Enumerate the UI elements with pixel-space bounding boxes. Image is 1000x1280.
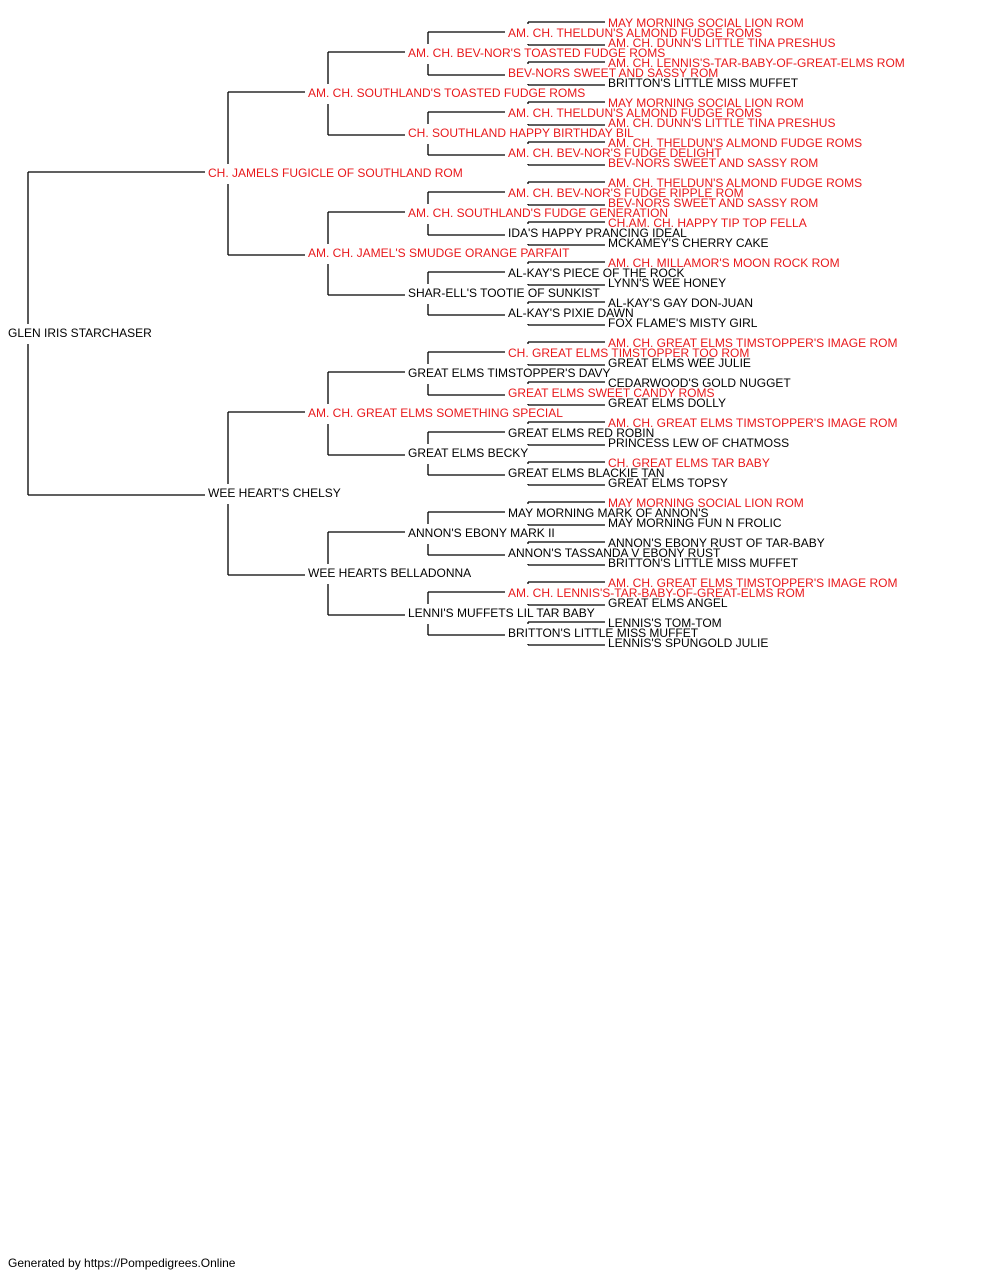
pedigree-node-root-sire-sire-sire-sire[interactable]: AM. CH. THELDUN'S ALMOND FUDGE ROMS bbox=[508, 26, 762, 40]
pedigree-node-root-dam-sire-sire[interactable]: GREAT ELMS TIMSTOPPER'S DAVY bbox=[408, 366, 611, 380]
pedigree-node-root-sire-sire-dam-dam[interactable]: AM. CH. BEV-NOR'S FUDGE DELIGHT bbox=[508, 146, 722, 160]
pedigree-node-root-dam-dam-dam-sire[interactable]: AM. CH. LENNIS'S-TAR-BABY-OF-GREAT-ELMS … bbox=[508, 586, 805, 600]
pedigree-node-root[interactable]: GLEN IRIS STARCHASER bbox=[8, 326, 152, 340]
pedigree-node-root-sire-sire-dam-dam-sire[interactable]: AM. CH. THELDUN'S ALMOND FUDGE ROMS bbox=[608, 136, 862, 150]
pedigree-node-root-sire-sire-sire-sire-dam[interactable]: AM. CH. DUNN'S LITTLE TINA PRESHUS bbox=[608, 36, 835, 50]
pedigree-node-root-sire-dam-sire-sire-sire[interactable]: AM. CH. THELDUN'S ALMOND FUDGE ROMS bbox=[608, 176, 862, 190]
pedigree-node-root-dam-dam-dam-dam-sire[interactable]: LENNIS'S TOM-TOM bbox=[608, 616, 722, 630]
pedigree-node-root-sire-dam-sire-sire-dam[interactable]: BEV-NORS SWEET AND SASSY ROM bbox=[608, 196, 818, 210]
pedigree-node-root-dam-dam-sire-dam-sire[interactable]: ANNON'S EBONY RUST OF TAR-BABY bbox=[608, 536, 825, 550]
pedigree-node-root-dam-sire-sire-sire[interactable]: CH. GREAT ELMS TIMSTOPPER TOO ROM bbox=[508, 346, 749, 360]
pedigree-node-root-dam-dam-dam-dam-dam[interactable]: LENNIS'S SPUNGOLD JULIE bbox=[608, 636, 768, 650]
pedigree-node-root-dam-dam[interactable]: WEE HEARTS BELLADONNA bbox=[308, 566, 471, 580]
pedigree-node-root-dam-sire[interactable]: AM. CH. GREAT ELMS SOMETHING SPECIAL bbox=[308, 406, 563, 420]
pedigree-node-root-sire-sire-dam[interactable]: CH. SOUTHLAND HAPPY BIRTHDAY BIL bbox=[408, 126, 634, 140]
pedigree-node-root-dam-dam-sire-sire-dam[interactable]: MAY MORNING FUN N FROLIC bbox=[608, 516, 782, 530]
pedigree-node-root-dam-dam-dam[interactable]: LENNI'S MUFFETS LIL TAR BABY bbox=[408, 606, 595, 620]
pedigree-node-root-dam-sire-sire-dam-sire[interactable]: CEDARWOOD'S GOLD NUGGET bbox=[608, 376, 791, 390]
node-labels: GLEN IRIS STARCHASER CH. JAMELS FUGICLE O… bbox=[8, 16, 905, 650]
pedigree-node-root-sire-sire-sire-sire-sire[interactable]: MAY MORNING SOCIAL LION ROM bbox=[608, 16, 804, 30]
pedigree-node-root-sire-dam-dam-sire-dam[interactable]: LYNN'S WEE HONEY bbox=[608, 276, 726, 290]
pedigree-node-root-dam-dam-dam-dam[interactable]: BRITTON'S LITTLE MISS MUFFET bbox=[508, 626, 699, 640]
pedigree-node-root-sire-sire-dam-sire[interactable]: AM. CH. THELDUN'S ALMOND FUDGE ROMS bbox=[508, 106, 762, 120]
pedigree-node-root-sire-dam-sire-dam-dam[interactable]: MCKAMEY'S CHERRY CAKE bbox=[608, 236, 769, 250]
pedigree-node-root-dam-sire-dam-dam-sire[interactable]: CH. GREAT ELMS TAR BABY bbox=[608, 456, 770, 470]
pedigree-node-root-sire-dam-sire-dam[interactable]: IDA'S HAPPY PRANCING IDEAL bbox=[508, 226, 687, 240]
connector-lines bbox=[27, 21, 605, 646]
pedigree-node-root-dam-sire-sire-sire-sire[interactable]: AM. CH. GREAT ELMS TIMSTOPPER'S IMAGE RO… bbox=[608, 336, 897, 350]
pedigree-node-root-dam-sire-dam-sire[interactable]: GREAT ELMS RED ROBIN bbox=[508, 426, 654, 440]
pedigree-node-root-dam-dam-sire-sire[interactable]: MAY MORNING MARK OF ANNON'S bbox=[508, 506, 709, 520]
pedigree-node-root-sire-dam-dam-dam[interactable]: AL-KAY'S PIXIE DAWN bbox=[508, 306, 634, 320]
pedigree-node-root-dam-sire-sire-dam[interactable]: GREAT ELMS SWEET CANDY ROMS bbox=[508, 386, 714, 400]
pedigree-node-root-sire-sire-dam-dam-dam[interactable]: BEV-NORS SWEET AND SASSY ROM bbox=[608, 156, 818, 170]
pedigree-node-root-dam-dam-dam-sire-dam[interactable]: GREAT ELMS ANGEL bbox=[608, 596, 728, 610]
pedigree-node-root-sire-dam-dam-dam-sire[interactable]: AL-KAY'S GAY DON-JUAN bbox=[608, 296, 753, 310]
pedigree-node-root-sire-sire[interactable]: AM. CH. SOUTHLAND'S TOASTED FUDGE ROMS bbox=[308, 86, 585, 100]
pedigree-node-root-dam-dam-sire-sire-sire[interactable]: MAY MORNING SOCIAL LION ROM bbox=[608, 496, 804, 510]
footer-credit: Generated by https://Pompedigrees.Online bbox=[8, 1256, 236, 1270]
pedigree-node-root-dam-dam-sire-dam-dam[interactable]: BRITTON'S LITTLE MISS MUFFET bbox=[608, 556, 799, 570]
pedigree-node-root-dam-sire-dam-sire-dam[interactable]: PRINCESS LEW OF CHATMOSS bbox=[608, 436, 789, 450]
pedigree-node-root-sire-sire-sire-dam-dam[interactable]: BRITTON'S LITTLE MISS MUFFET bbox=[608, 76, 799, 90]
pedigree-node-root-sire-sire-sire-dam[interactable]: BEV-NORS SWEET AND SASSY ROM bbox=[508, 66, 718, 80]
pedigree-node-root-sire-sire-sire[interactable]: AM. CH. BEV-NOR'S TOASTED FUDGE ROMS bbox=[408, 46, 665, 60]
pedigree-node-root-sire-dam-sire-sire[interactable]: AM. CH. BEV-NOR'S FUDGE RIPPLE ROM bbox=[508, 186, 744, 200]
pedigree-node-root-sire[interactable]: CH. JAMELS FUGICLE OF SOUTHLAND ROM bbox=[208, 166, 463, 180]
pedigree-node-root-dam-dam-sire[interactable]: ANNON'S EBONY MARK II bbox=[408, 526, 555, 540]
pedigree-node-root-sire-dam-dam-dam-dam[interactable]: FOX FLAME'S MISTY GIRL bbox=[608, 316, 758, 330]
pedigree-node-root-dam[interactable]: WEE HEART'S CHELSY bbox=[208, 486, 341, 500]
pedigree-node-root-sire-dam-sire-dam-sire[interactable]: CH.AM. CH. HAPPY TIP TOP FELLA bbox=[608, 216, 807, 230]
pedigree-node-root-dam-dam-dam-sire-sire[interactable]: AM. CH. GREAT ELMS TIMSTOPPER'S IMAGE RO… bbox=[608, 576, 897, 590]
pedigree-node-root-sire-dam-dam-sire-sire[interactable]: AM. CH. MILLAMOR'S MOON ROCK ROM bbox=[608, 256, 840, 270]
pedigree-node-root-sire-sire-sire-dam-sire[interactable]: AM. CH. LENNIS'S-TAR-BABY-OF-GREAT-ELMS … bbox=[608, 56, 905, 70]
pedigree-node-root-sire-sire-dam-sire-sire[interactable]: MAY MORNING SOCIAL LION ROM bbox=[608, 96, 804, 110]
pedigree-node-root-sire-sire-dam-sire-dam[interactable]: AM. CH. DUNN'S LITTLE TINA PRESHUS bbox=[608, 116, 835, 130]
pedigree-node-root-dam-sire-dam-dam-dam[interactable]: GREAT ELMS TOPSY bbox=[608, 476, 728, 490]
pedigree-node-root-dam-sire-dam-dam[interactable]: GREAT ELMS BLACKIE TAN bbox=[508, 466, 665, 480]
pedigree-node-root-dam-sire-dam-sire-sire[interactable]: AM. CH. GREAT ELMS TIMSTOPPER'S IMAGE RO… bbox=[608, 416, 897, 430]
pedigree-node-root-dam-sire-dam[interactable]: GREAT ELMS BECKY bbox=[408, 446, 528, 460]
pedigree-node-root-dam-sire-sire-dam-dam[interactable]: GREAT ELMS DOLLY bbox=[608, 396, 726, 410]
pedigree-node-root-dam-sire-sire-sire-dam[interactable]: GREAT ELMS WEE JULIE bbox=[608, 356, 751, 370]
pedigree-node-root-sire-dam-dam[interactable]: SHAR-ELL'S TOOTIE OF SUNKIST bbox=[408, 286, 601, 300]
pedigree-node-root-sire-dam-dam-sire[interactable]: AL-KAY'S PIECE OF THE ROCK bbox=[508, 266, 685, 280]
pedigree-node-root-sire-dam[interactable]: AM. CH. JAMEL'S SMUDGE ORANGE PARFAIT bbox=[308, 246, 570, 260]
pedigree-node-root-sire-dam-sire[interactable]: AM. CH. SOUTHLAND'S FUDGE GENERATION bbox=[408, 206, 668, 220]
pedigree-node-root-dam-dam-sire-dam[interactable]: ANNON'S TASSANDA V EBONY RUST bbox=[508, 546, 721, 560]
